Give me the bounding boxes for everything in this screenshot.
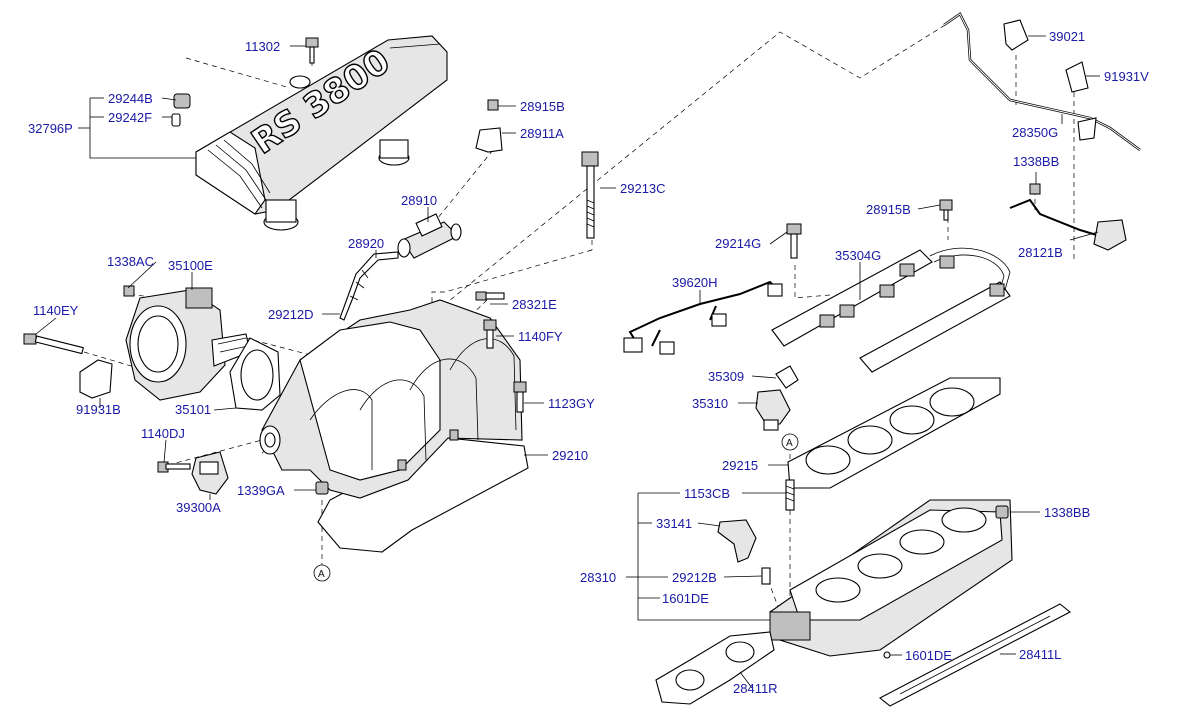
label-29242F[interactable]: 29242F (108, 110, 152, 125)
label-35309[interactable]: 35309 (708, 369, 744, 384)
bolt-1123GY[interactable] (513, 381, 527, 413)
label-29244B[interactable]: 29244B (108, 91, 153, 106)
nut-1338BB-right[interactable] (995, 505, 1009, 519)
label-39300A[interactable]: 39300A (176, 500, 221, 515)
stud-1153CB[interactable] (785, 479, 795, 511)
part-labels: 11302 29244B 29242F 32796P 28915B 28911A… (28, 29, 1149, 696)
bracket-28911A[interactable] (475, 99, 503, 153)
fuel-rail[interactable] (771, 247, 1011, 373)
label-28910[interactable]: 28910 (401, 193, 437, 208)
label-29212B[interactable]: 29212B (672, 570, 717, 585)
sensor-28321E[interactable] (475, 291, 505, 301)
long-bolt-29213C[interactable] (581, 151, 599, 239)
injector-clip-35309[interactable] (775, 365, 799, 389)
nut-1338BB-top[interactable] (1029, 183, 1041, 195)
ref-mark-a-left: A (318, 569, 325, 580)
label-1601DE-left[interactable]: 1601DE (662, 591, 709, 606)
label-28915B-top[interactable]: 28915B (520, 99, 565, 114)
label-28310[interactable]: 28310 (580, 570, 616, 585)
label-39021[interactable]: 39021 (1049, 29, 1085, 44)
label-1123GY[interactable]: 1123GY (548, 396, 595, 411)
label-1601DE-right[interactable]: 1601DE (905, 648, 952, 663)
label-1338BB-right[interactable]: 1338BB (1044, 505, 1090, 520)
intake-manifold[interactable] (259, 299, 529, 553)
lower-intake-manifold[interactable] (769, 499, 1013, 657)
label-1339GA[interactable]: 1339GA (237, 483, 285, 498)
injector-35310[interactable] (755, 389, 791, 431)
throttle-bracket[interactable] (79, 359, 113, 399)
label-29210[interactable]: 29210 (552, 448, 588, 463)
label-35100E[interactable]: 35100E (168, 258, 213, 273)
label-1153CB[interactable]: 1153CB (684, 486, 730, 501)
throttle-bolt[interactable] (23, 333, 84, 355)
plenum-gasket[interactable] (787, 377, 1001, 489)
fuel-rail-sensor-28915B[interactable] (939, 199, 953, 221)
ref-mark-a-right: A (786, 438, 793, 449)
pcv-valve[interactable] (397, 213, 462, 259)
map-sensor[interactable] (191, 451, 229, 495)
label-11302[interactable]: 11302 (245, 39, 280, 54)
label-33141[interactable]: 33141 (656, 516, 692, 531)
label-39620H[interactable]: 39620H (672, 275, 718, 290)
bracket-33141[interactable] (717, 519, 757, 563)
label-1140DJ[interactable]: 1140DJ (141, 426, 185, 441)
label-35310[interactable]: 35310 (692, 396, 728, 411)
label-35101[interactable]: 35101 (175, 402, 211, 417)
nut-1338AC[interactable] (123, 285, 135, 297)
label-28350G[interactable]: 28350G (1012, 125, 1058, 140)
throttle-body[interactable] (125, 287, 251, 401)
label-29212D[interactable]: 29212D (268, 307, 314, 322)
label-28911A[interactable]: 28911A (520, 126, 564, 141)
label-28121B[interactable]: 28121B (1018, 245, 1063, 260)
stud-29212B[interactable] (761, 567, 771, 585)
label-28915B-mid[interactable]: 28915B (866, 202, 911, 217)
wiring-harness-39620H[interactable] (623, 280, 783, 355)
label-28411L[interactable]: 28411L (1019, 647, 1061, 662)
plug-1601DE[interactable] (883, 651, 891, 659)
throttle-gasket[interactable] (229, 337, 281, 411)
sensor-28121B[interactable] (1009, 198, 1127, 251)
label-29213C[interactable]: 29213C (620, 181, 666, 196)
leader-lines (35, 35, 1100, 689)
label-28920[interactable]: 28920 (348, 236, 384, 251)
label-91931B[interactable]: 91931B (76, 402, 121, 417)
fuel-rail-bolt[interactable] (786, 223, 802, 259)
label-28321E[interactable]: 28321E (512, 297, 557, 312)
cover-grommet[interactable] (171, 93, 191, 127)
label-91931V[interactable]: 91931V (1104, 69, 1149, 84)
cover-bolt[interactable] (305, 37, 319, 64)
ref-circle-left (313, 564, 331, 582)
label-1140EY[interactable]: 1140EY (33, 303, 79, 318)
label-1338BB-top[interactable]: 1338BB (1013, 154, 1059, 169)
sensor-bolt[interactable] (157, 461, 191, 473)
label-35304G[interactable]: 35304G (835, 248, 881, 263)
vacuum-tube-28350G[interactable] (943, 12, 1141, 152)
label-28411R[interactable]: 28411R (733, 681, 778, 696)
label-1140FY[interactable]: 1140FY (518, 329, 563, 344)
nut-1339GA[interactable] (315, 481, 329, 495)
ref-circle-right (781, 433, 799, 451)
bolt-1140FY[interactable] (483, 319, 497, 349)
bracket-39021[interactable] (1003, 19, 1029, 51)
label-1338AC[interactable]: 1338AC (107, 254, 154, 269)
gasket-28411L[interactable] (878, 603, 1072, 707)
label-29214G[interactable]: 29214G (715, 236, 761, 251)
gasket-28411R[interactable] (655, 631, 775, 705)
vacuum-hose[interactable] (339, 251, 399, 321)
label-32796P[interactable]: 32796P (28, 121, 73, 136)
bracket-91931V[interactable] (1065, 61, 1097, 141)
label-29215[interactable]: 29215 (722, 458, 758, 473)
